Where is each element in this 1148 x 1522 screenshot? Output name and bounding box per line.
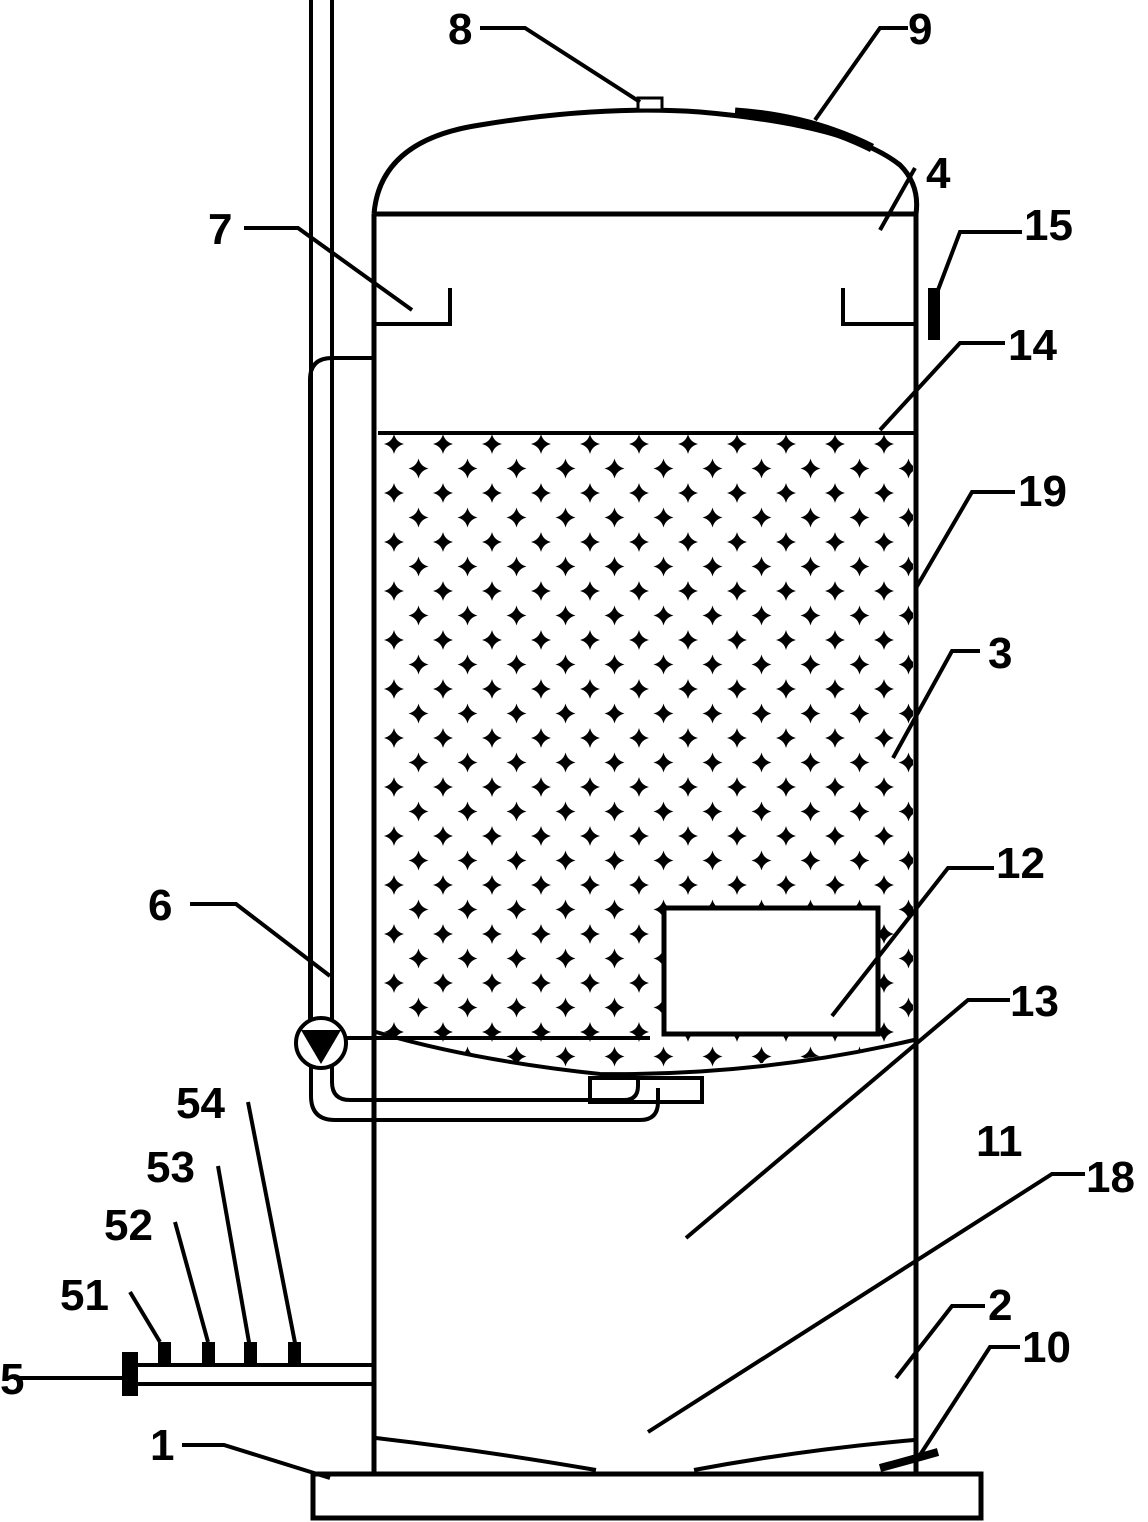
left-outlet-pipe [376, 288, 452, 326]
label-2: 2 [988, 1281, 1012, 1330]
label-19: 19 [1018, 467, 1067, 516]
bottom-plate [375, 1436, 597, 1472]
label-14: 14 [1008, 321, 1057, 370]
label-53: 53 [146, 1143, 195, 1192]
inner-box-body [661, 905, 881, 1037]
label-8: 8 [448, 5, 472, 54]
dome-head [371, 107, 920, 215]
label-5: 5 [0, 1355, 24, 1404]
label-15: 15 [1024, 201, 1073, 250]
top-nozzle [636, 96, 664, 112]
port-53 [244, 1342, 257, 1364]
label-4: 4 [926, 149, 951, 198]
top-window [734, 107, 875, 153]
inlet-flange [122, 1352, 138, 1396]
bottom-plate-right [693, 1438, 915, 1472]
label-51: 51 [60, 1271, 109, 1320]
pump-arrow [301, 1030, 341, 1064]
port-51 [158, 1342, 171, 1364]
port-52 [202, 1342, 215, 1364]
label-18: 18 [1086, 1153, 1135, 1202]
lower-support-plate [375, 1030, 915, 1077]
leader-lines [14, 26, 1085, 1480]
label-52: 52 [104, 1201, 153, 1250]
inner-box-fill [666, 910, 876, 1032]
label-6: 6 [148, 881, 172, 930]
label-3: 3 [988, 629, 1012, 678]
right-outlet-pipe [841, 288, 916, 326]
bottom-drain [878, 1448, 940, 1472]
label-54: 54 [176, 1079, 225, 1128]
side-valve [928, 288, 940, 340]
label-7: 7 [208, 205, 232, 254]
label-13: 13 [1010, 977, 1059, 1026]
label-12: 12 [996, 839, 1045, 888]
label-9: 9 [908, 5, 932, 54]
label-10: 10 [1022, 1323, 1071, 1372]
label-11: 11 [976, 1117, 1023, 1166]
label-1: 1 [150, 1421, 174, 1470]
recirc-inner [330, 0, 640, 1102]
base-plate [310, 1471, 984, 1521]
recirc-outer [309, 0, 660, 1122]
